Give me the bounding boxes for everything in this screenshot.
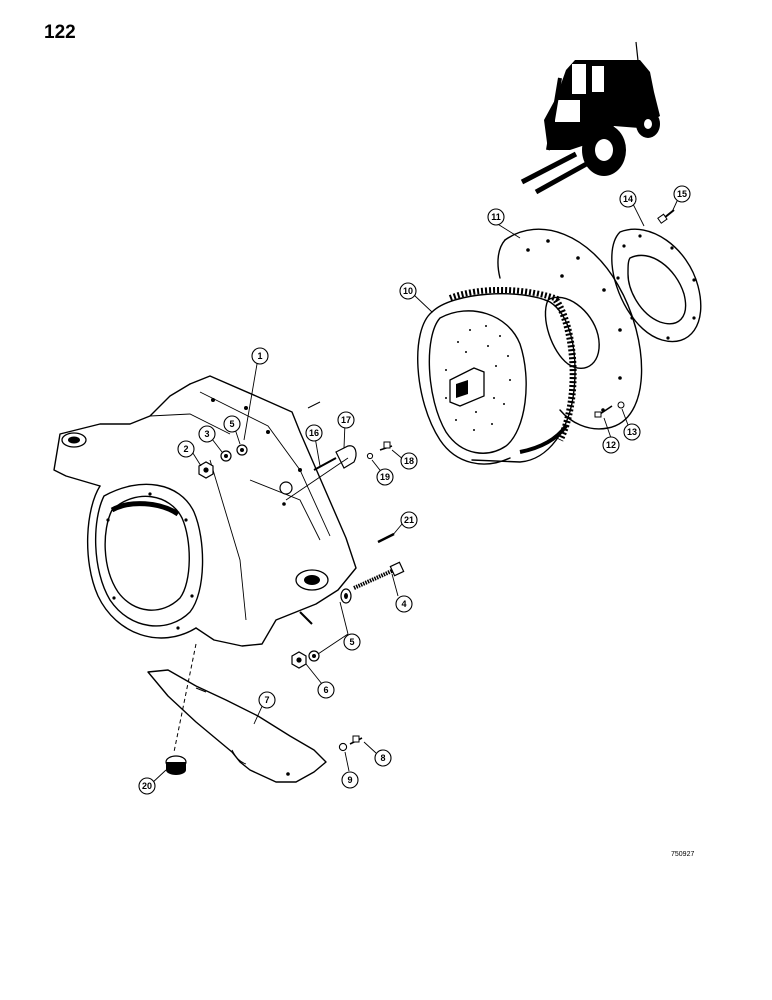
forklift-silhouette bbox=[520, 41, 660, 195]
svg-text:21: 21 bbox=[404, 515, 414, 525]
svg-text:19: 19 bbox=[380, 472, 390, 482]
svg-text:3: 3 bbox=[204, 429, 209, 439]
washer-13 bbox=[617, 401, 625, 409]
callout-15: 15 bbox=[673, 185, 691, 203]
drawing-code: 750927 bbox=[671, 851, 695, 858]
flex-plate bbox=[497, 228, 643, 430]
svg-text:20: 20 bbox=[142, 781, 152, 791]
callout-5-upper: 5 bbox=[223, 415, 241, 433]
callout-18: 18 bbox=[400, 452, 418, 470]
bolt-8 bbox=[349, 735, 363, 745]
callout-13: 13 bbox=[623, 423, 641, 441]
callout-10: 10 bbox=[399, 282, 417, 300]
bolt-12 bbox=[594, 405, 613, 418]
callout-7: 7 bbox=[258, 691, 276, 709]
svg-text:5: 5 bbox=[229, 419, 234, 429]
svg-text:9: 9 bbox=[347, 775, 352, 785]
svg-text:16: 16 bbox=[309, 428, 319, 438]
svg-text:4: 4 bbox=[401, 599, 406, 609]
callout-12: 12 bbox=[602, 436, 620, 454]
svg-text:15: 15 bbox=[677, 189, 687, 199]
washer-5-lower bbox=[340, 588, 352, 604]
callout-1: 1 bbox=[251, 347, 269, 365]
washer-19 bbox=[366, 452, 374, 460]
svg-text:13: 13 bbox=[627, 427, 637, 437]
callout-5-lower: 5 bbox=[343, 633, 361, 651]
torque-converter bbox=[417, 286, 577, 465]
callout-17: 17 bbox=[337, 411, 355, 429]
svg-text:7: 7 bbox=[264, 695, 269, 705]
washer-9 bbox=[338, 742, 348, 752]
plug-20 bbox=[165, 755, 187, 775]
page-number: 122 bbox=[44, 22, 76, 43]
plate-17 bbox=[335, 445, 357, 469]
callout-3: 3 bbox=[198, 425, 216, 443]
svg-text:12: 12 bbox=[606, 440, 616, 450]
callout-9: 9 bbox=[341, 771, 359, 789]
svg-text:17: 17 bbox=[341, 415, 351, 425]
washer-3 bbox=[220, 450, 232, 462]
svg-text:14: 14 bbox=[623, 194, 633, 204]
nut-2 bbox=[198, 461, 214, 479]
svg-text:6: 6 bbox=[323, 685, 328, 695]
washer-5-nut bbox=[308, 650, 320, 662]
nut-6 bbox=[291, 651, 307, 669]
callout-6: 6 bbox=[317, 681, 335, 699]
callout-2: 2 bbox=[177, 440, 195, 458]
svg-text:5: 5 bbox=[349, 637, 354, 647]
washer-5-upper bbox=[236, 444, 248, 456]
svg-text:2: 2 bbox=[183, 444, 188, 454]
bolt-4 bbox=[353, 561, 405, 590]
callout-14: 14 bbox=[619, 190, 637, 208]
svg-text:8: 8 bbox=[380, 753, 385, 763]
stud-16 bbox=[313, 457, 337, 471]
svg-text:18: 18 bbox=[404, 456, 414, 466]
callout-21: 21 bbox=[400, 511, 418, 529]
callout-4: 4 bbox=[395, 595, 413, 613]
svg-text:1: 1 bbox=[257, 351, 262, 361]
callout-11: 11 bbox=[487, 208, 505, 226]
leader-7-20 bbox=[173, 643, 197, 753]
svg-text:11: 11 bbox=[491, 212, 501, 222]
callout-16: 16 bbox=[305, 424, 323, 442]
callout-8: 8 bbox=[374, 749, 392, 767]
callout-19: 19 bbox=[376, 468, 394, 486]
stud-21 bbox=[377, 532, 395, 544]
retainer-ring bbox=[611, 228, 702, 343]
svg-text:10: 10 bbox=[403, 286, 413, 296]
bolt-15 bbox=[657, 209, 675, 224]
flywheel-housing bbox=[53, 375, 357, 647]
cover-plate bbox=[147, 669, 327, 783]
bolt-18 bbox=[379, 441, 393, 451]
callout-20: 20 bbox=[138, 777, 156, 795]
